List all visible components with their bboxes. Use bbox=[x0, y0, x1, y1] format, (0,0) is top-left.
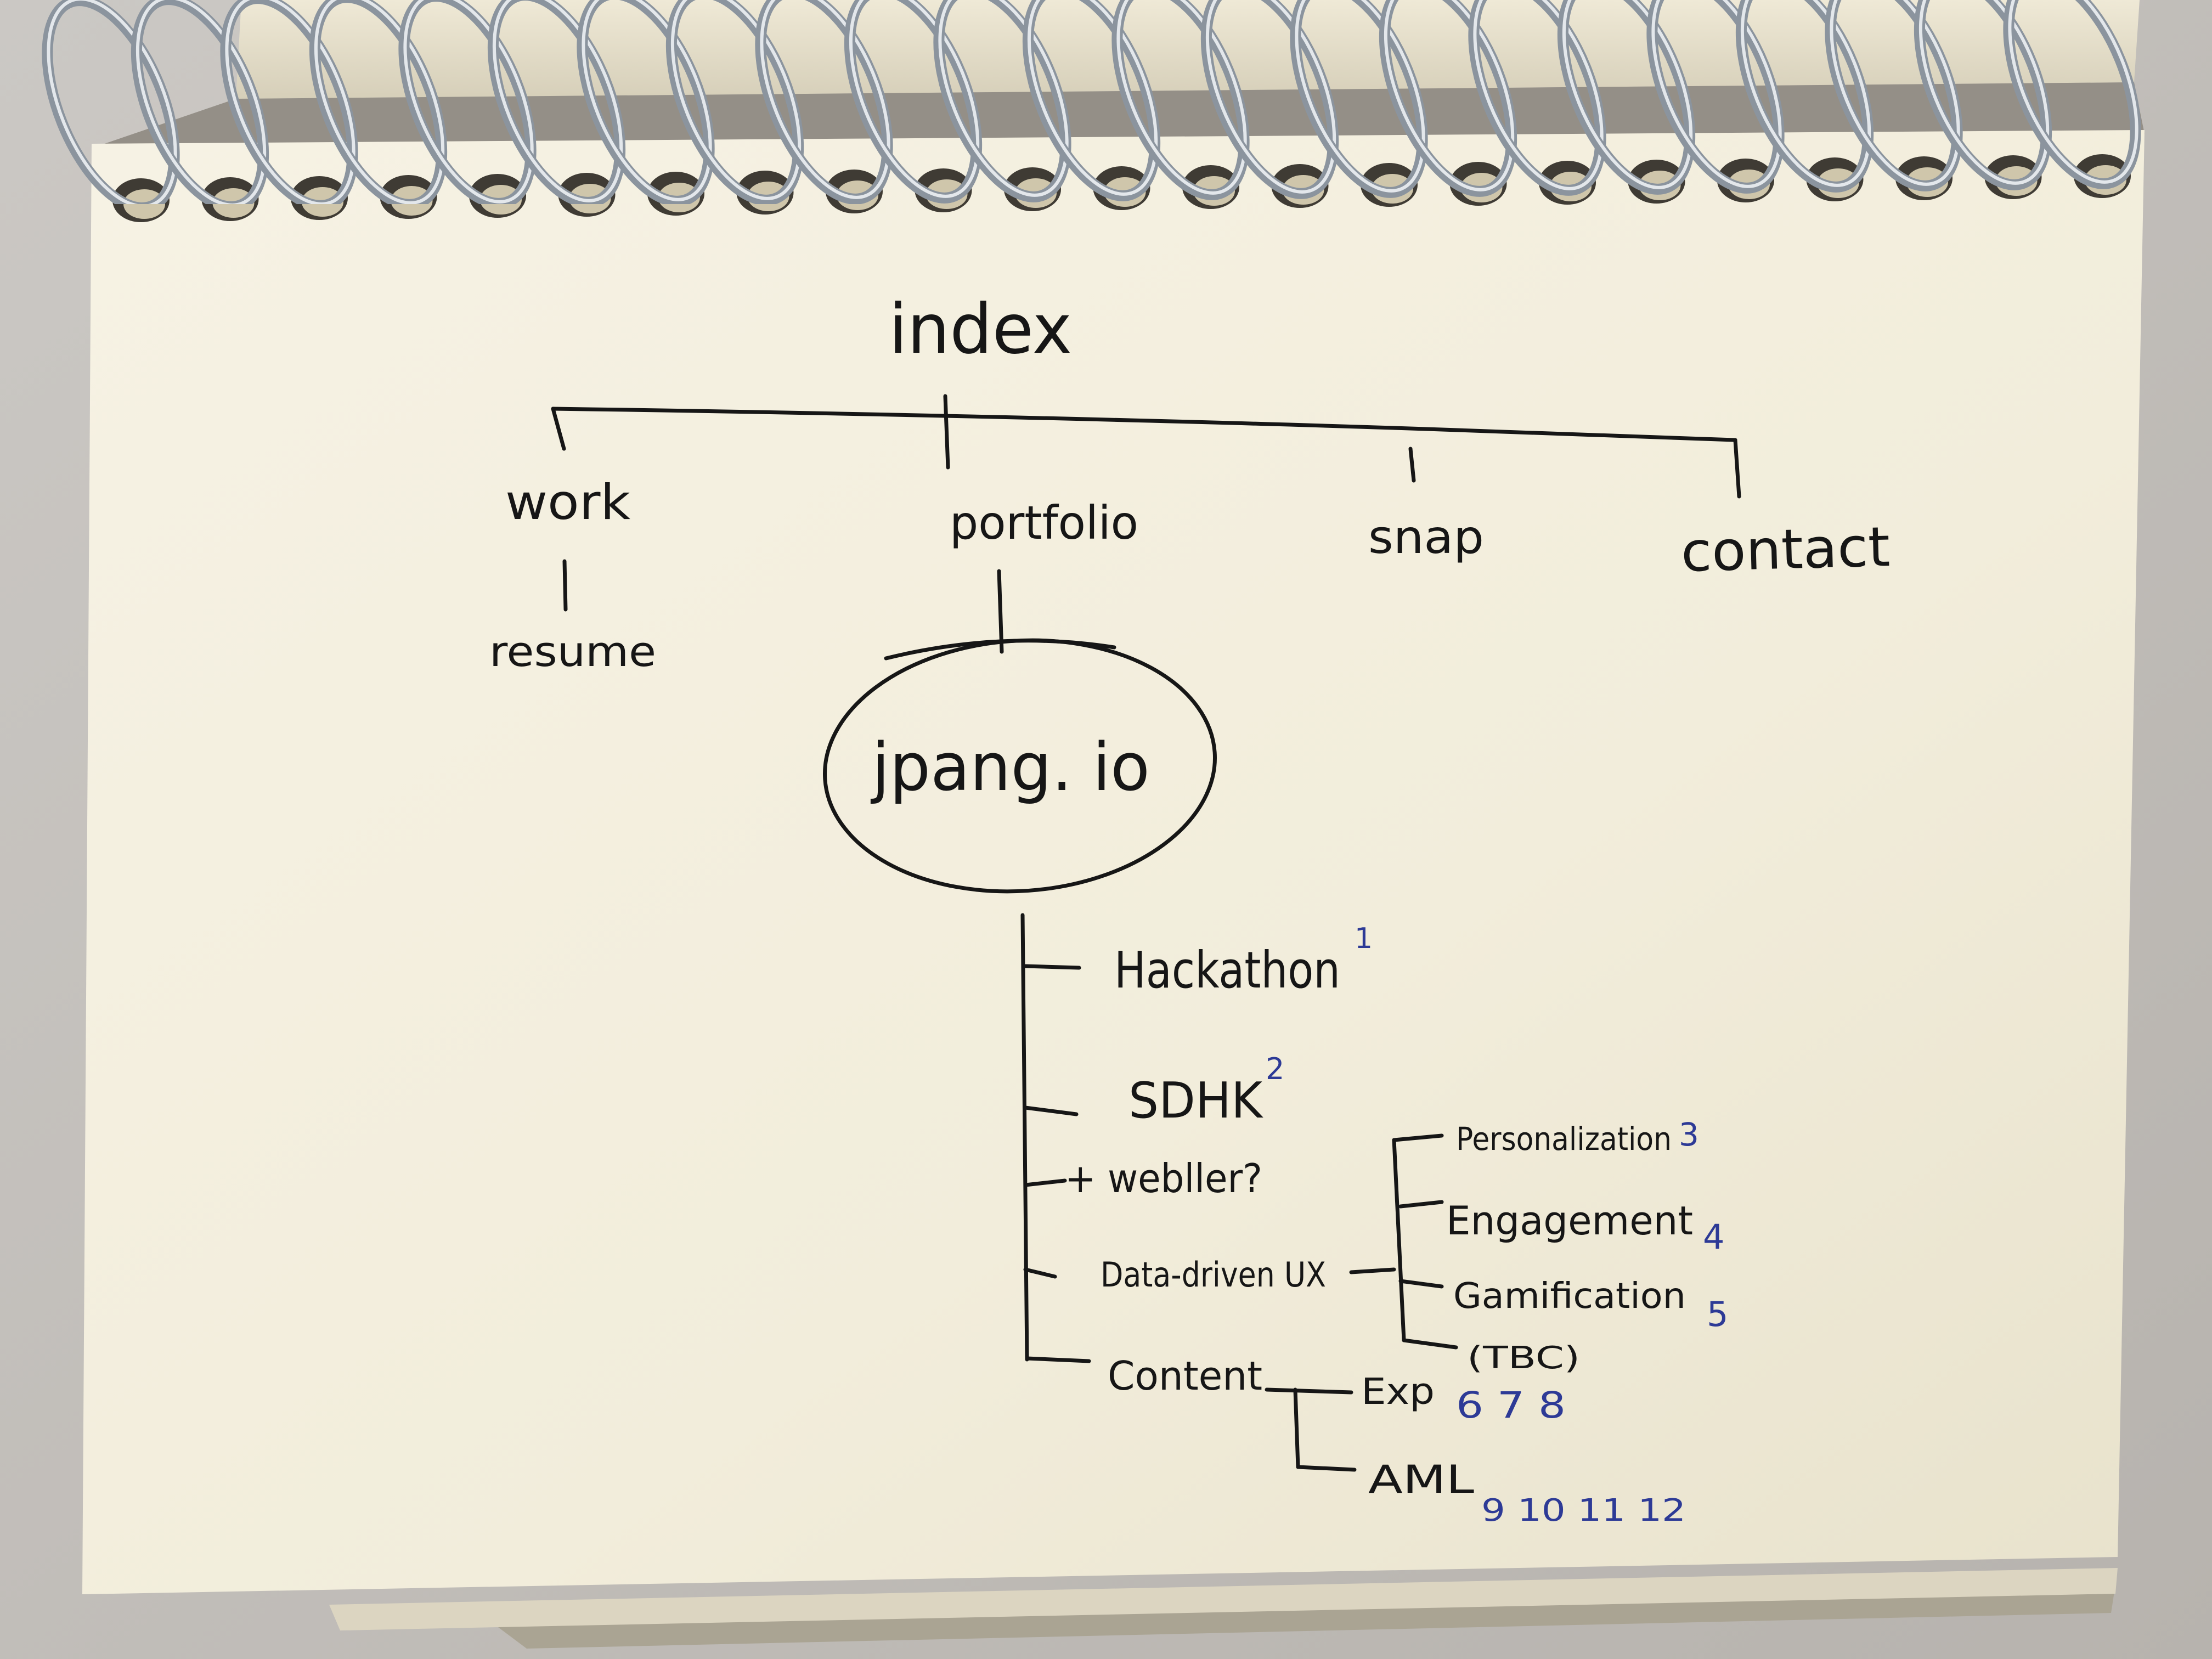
node-portfolio: portfolio bbox=[950, 496, 1138, 550]
page-number-hackathon: 1 bbox=[1355, 922, 1373, 955]
spiral-ring-highlight bbox=[403, 0, 534, 204]
spiral-ring-highlight bbox=[1830, 0, 1960, 186]
node-snap: snap bbox=[1368, 510, 1484, 564]
page-stack-edge bbox=[329, 1568, 2118, 1630]
binding-holes bbox=[112, 154, 2131, 222]
node-data-driven-ux: Data-driven UX bbox=[1101, 1255, 1326, 1295]
node-resume: resume bbox=[489, 627, 656, 676]
branch-content bbox=[1025, 1356, 1091, 1363]
spiral-ring-highlight bbox=[225, 0, 356, 204]
branch-tbc bbox=[1402, 1338, 1458, 1350]
spiral-ring-highlight bbox=[1027, 0, 1158, 196]
page-number-sdhk: 2 bbox=[1266, 1052, 1284, 1086]
spiral-ring-highlight bbox=[582, 0, 712, 201]
node-contact: contact bbox=[1680, 515, 1891, 584]
node-work: work bbox=[505, 474, 630, 531]
node-gamification: Gamification bbox=[1453, 1276, 1686, 1317]
content-trunk-line bbox=[1293, 1387, 1300, 1469]
spiral-ring-highlight bbox=[136, 0, 267, 204]
node-personalization: Personalization bbox=[1456, 1120, 1672, 1158]
branch-aml bbox=[1296, 1465, 1357, 1472]
branch-gamification bbox=[1398, 1279, 1444, 1289]
node-tbc: (TBC) bbox=[1467, 1340, 1580, 1376]
spiral-ring-highlight bbox=[1116, 0, 1247, 195]
page-stack-edge-lower bbox=[494, 1588, 2115, 1649]
node-jpang-io: jpang. io bbox=[870, 730, 1150, 806]
projects-trunk-line bbox=[1020, 913, 1029, 1362]
page-number-engagement: 4 bbox=[1703, 1217, 1724, 1257]
connector-snap bbox=[1408, 447, 1416, 483]
node-aml: AML bbox=[1368, 1457, 1474, 1502]
spiral-ring-highlight bbox=[1295, 0, 1425, 193]
branch-personalization bbox=[1392, 1133, 1444, 1142]
connector-contact bbox=[1733, 438, 1741, 499]
sitemap-connectors bbox=[551, 394, 1741, 1472]
spiral-binding bbox=[42, 0, 2141, 204]
spiral-ring-highlight bbox=[314, 0, 445, 204]
connector-resume bbox=[562, 559, 568, 612]
page-numbers-aml: 9 10 11 12 bbox=[1481, 1493, 1686, 1528]
page-numbers-exp: 6 7 8 bbox=[1456, 1384, 1566, 1426]
node-sdhk: SDHK bbox=[1128, 1072, 1263, 1130]
back-pages bbox=[236, 0, 2140, 99]
spiral-ring-highlight bbox=[1918, 0, 2050, 185]
spiral-ring-highlight bbox=[47, 0, 177, 204]
branch-data-driven bbox=[1023, 1267, 1057, 1279]
spiral-ring-highlight bbox=[1740, 0, 1871, 187]
spiral-ring-highlight bbox=[1562, 0, 1693, 189]
spiral-ring-highlight bbox=[492, 0, 623, 202]
spiral-ring-highlight bbox=[938, 0, 1069, 197]
node-hackathon: Hackathon bbox=[1114, 941, 1340, 1000]
spiral-ring-highlight bbox=[2008, 0, 2138, 184]
node-engagement: Engagement bbox=[1446, 1198, 1693, 1244]
spiral-ring-highlight bbox=[1473, 0, 1604, 190]
branch-hackathon bbox=[1023, 964, 1081, 970]
data-driven-trunk-line bbox=[1392, 1138, 1406, 1342]
branch-engagement bbox=[1398, 1200, 1444, 1209]
node-exp: Exp bbox=[1361, 1370, 1435, 1413]
node-index: index bbox=[889, 290, 1072, 369]
connector-content-sub bbox=[1265, 1387, 1353, 1395]
spiral-ring-highlight bbox=[1651, 0, 1782, 188]
root-bracket-line bbox=[551, 407, 1737, 442]
spiral-ring-highlight bbox=[1205, 0, 1336, 194]
node-webller: + webller? bbox=[1065, 1155, 1262, 1201]
spiral-ring-highlight bbox=[849, 0, 980, 198]
page-number-personalization: 3 bbox=[1679, 1116, 1699, 1153]
spiral-ring-highlight bbox=[1384, 0, 1515, 191]
hub-ellipse bbox=[823, 638, 1217, 894]
spiral-ring-highlight bbox=[760, 0, 890, 199]
page-number-gamification: 5 bbox=[1707, 1294, 1728, 1334]
connector-work bbox=[551, 407, 566, 451]
notebook-page bbox=[82, 130, 2145, 1594]
sitemap-labels: index work portfolio snap contact resume… bbox=[489, 290, 1891, 1528]
branch-webller bbox=[1023, 1178, 1067, 1187]
spiral-ring-highlight bbox=[670, 0, 802, 200]
connector-data-driven-sub bbox=[1349, 1267, 1396, 1274]
node-content: Content bbox=[1108, 1353, 1262, 1399]
connector-portfolio-hub bbox=[997, 569, 1004, 654]
connector-root-stem bbox=[943, 394, 950, 470]
branch-sdhk bbox=[1023, 1105, 1079, 1116]
